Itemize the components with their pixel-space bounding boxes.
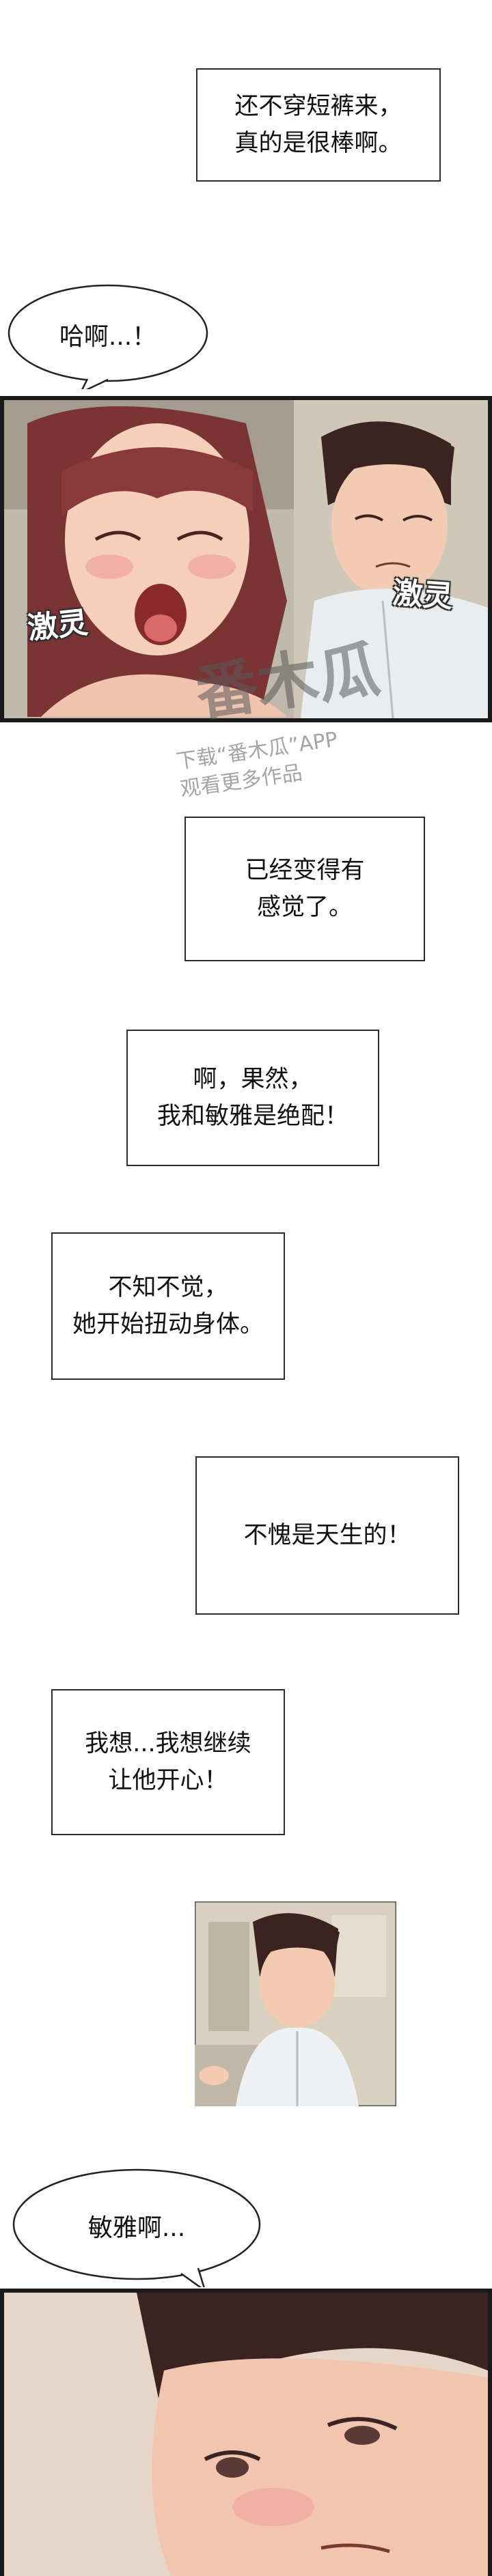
speech-bubble-1: 哈啊...！ <box>5 280 210 395</box>
comic-panel-2 <box>195 1901 396 2106</box>
narration-box-6: 我想...我想继续 让他开心！ <box>51 1689 285 1835</box>
sfx-text-2: 激灵 <box>392 575 454 614</box>
speech-bubble-2: 敏雅啊... <box>10 2164 263 2293</box>
narration-box-4: 不知不觉， 她开始扭动身体。 <box>51 1232 285 1380</box>
comic-panel-1: 激灵 激灵 <box>0 396 492 722</box>
narration-box-5: 不愧是天生的！ <box>195 1456 459 1615</box>
narration-box-3: 啊，果然， 我和敏雅是绝配！ <box>126 1030 379 1166</box>
watermark-tagline: 下载“番木瓜”APP 观看更多作品 <box>174 727 340 802</box>
speech-bubble-text-2: 敏雅啊... <box>87 2214 186 2242</box>
sfx-text-1: 激灵 <box>26 605 90 647</box>
speech-bubble-text-1: 哈啊...！ <box>59 323 157 351</box>
narration-box-2: 已经变得有 感觉了。 <box>184 817 425 961</box>
comic-panel-3 <box>0 2289 492 2576</box>
narration-box-1: 还不穿短裤来， 真的是很棒啊。 <box>196 68 441 182</box>
